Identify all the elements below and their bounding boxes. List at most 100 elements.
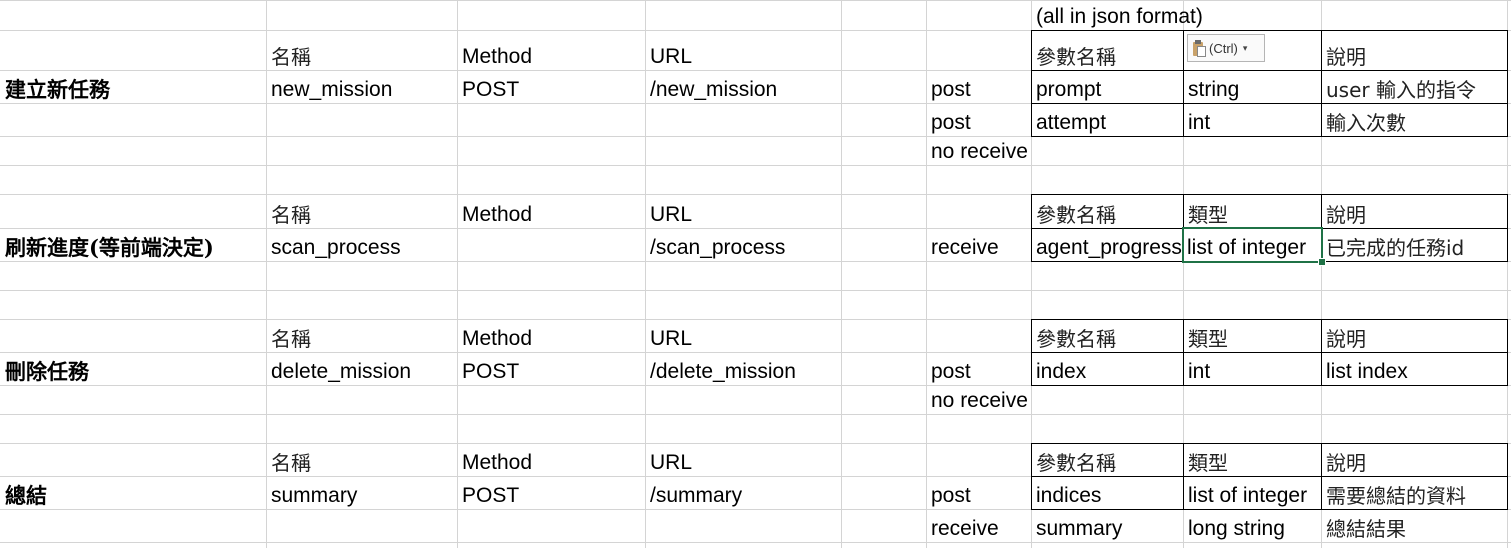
gridline [645, 0, 646, 548]
gridline [0, 103, 1511, 104]
param-desc[interactable]: 總結結果 [1326, 517, 1406, 541]
col-header-url[interactable]: URL [650, 203, 693, 226]
gridline [0, 542, 1511, 543]
param-direction[interactable]: post [931, 360, 971, 383]
param-header-desc[interactable]: 說明 [1326, 327, 1366, 351]
param-type[interactable]: string [1188, 78, 1240, 101]
endpoint-url[interactable]: /new_mission [650, 78, 778, 101]
endpoint-name[interactable]: summary [271, 484, 358, 507]
gridline [0, 476, 1511, 477]
table-line [1321, 30, 1322, 137]
endpoint-name[interactable]: scan_process [271, 236, 401, 259]
param-name[interactable]: attempt [1036, 111, 1107, 134]
paste-options-label: (Ctrl) [1209, 40, 1238, 56]
fill-handle[interactable] [1318, 258, 1326, 266]
param-type[interactable]: int [1188, 111, 1211, 134]
gridline [0, 136, 1511, 137]
gridline [0, 194, 1511, 195]
col-header-url[interactable]: URL [650, 45, 693, 68]
param-type[interactable]: long string [1188, 517, 1285, 540]
endpoint-name[interactable]: delete_mission [271, 360, 412, 383]
col-header-method[interactable]: Method [462, 45, 533, 68]
gridline [0, 509, 1511, 510]
param-name[interactable]: index [1036, 360, 1087, 383]
param-header-param[interactable]: 參數名稱 [1036, 45, 1116, 69]
param-header-type[interactable]: 類型 [1188, 327, 1228, 351]
param-direction[interactable]: post [931, 484, 971, 507]
gridline [0, 352, 1511, 353]
param-type[interactable]: int [1188, 360, 1211, 383]
no-receive-note[interactable]: no receive [931, 140, 1028, 163]
col-header-name[interactable]: 名稱 [271, 451, 311, 475]
param-name[interactable]: summary [1036, 517, 1123, 540]
gridline [0, 0, 1511, 1]
table-line [1183, 30, 1184, 137]
endpoint-method[interactable]: POST [462, 78, 520, 101]
gridline [926, 0, 927, 548]
col-header-url[interactable]: URL [650, 451, 693, 474]
param-header-type[interactable]: 類型 [1188, 451, 1228, 475]
param-direction[interactable]: post [931, 78, 971, 101]
param-header-param[interactable]: 參數名稱 [1036, 451, 1116, 475]
gridline [0, 414, 1511, 415]
endpoint-name[interactable]: new_mission [271, 78, 393, 101]
param-direction[interactable]: post [931, 111, 971, 134]
table-line [1031, 352, 1508, 353]
section-title[interactable]: 總結 [5, 483, 47, 508]
param-header-desc[interactable]: 說明 [1326, 451, 1366, 475]
col-header-name[interactable]: 名稱 [271, 327, 311, 351]
param-table-border [1031, 30, 1508, 137]
param-name[interactable]: indices [1036, 484, 1102, 507]
endpoint-url[interactable]: /delete_mission [650, 360, 796, 383]
param-desc[interactable]: list index [1326, 360, 1408, 383]
no-receive-note[interactable]: no receive [931, 389, 1028, 412]
gridline [0, 443, 1511, 444]
gridline [0, 290, 1511, 291]
param-name[interactable]: agent_progress [1036, 236, 1182, 259]
param-type[interactable]: list of integer [1188, 484, 1308, 507]
col-header-name[interactable]: 名稱 [271, 45, 311, 69]
gridline [1031, 0, 1032, 548]
table-line [1031, 476, 1508, 477]
json-format-note[interactable]: (all in json format) [1036, 5, 1203, 28]
param-header-desc[interactable]: 說明 [1326, 203, 1366, 227]
param-desc[interactable]: 已完成的任務id [1326, 236, 1465, 260]
section-title[interactable]: 刷新進度(等前端決定) [5, 235, 214, 260]
gridline [457, 0, 458, 548]
endpoint-url[interactable]: /scan_process [650, 236, 786, 259]
gridline [0, 30, 1511, 31]
param-header-desc[interactable]: 說明 [1326, 45, 1366, 69]
param-header-param[interactable]: 參數名稱 [1036, 203, 1116, 227]
param-type[interactable]: list of integer [1187, 236, 1307, 259]
gridline [0, 385, 1511, 386]
gridline [1183, 0, 1184, 548]
param-desc[interactable]: 輸入次數 [1326, 111, 1406, 135]
table-line [1031, 103, 1508, 104]
param-direction[interactable]: receive [931, 517, 999, 540]
endpoint-method[interactable]: POST [462, 484, 520, 507]
param-name[interactable]: prompt [1036, 78, 1102, 101]
section-title[interactable]: 建立新任務 [5, 77, 110, 102]
clipboard-icon [1193, 39, 1206, 57]
col-header-method[interactable]: Method [462, 451, 533, 474]
paste-options-button[interactable]: (Ctrl) ▾ [1187, 34, 1265, 62]
param-header-param[interactable]: 參數名稱 [1036, 327, 1116, 351]
col-header-url[interactable]: URL [650, 327, 693, 350]
chevron-down-icon: ▾ [1242, 42, 1248, 53]
param-desc[interactable]: 需要總結的資料 [1326, 484, 1466, 508]
col-header-method[interactable]: Method [462, 203, 533, 226]
endpoint-url[interactable]: /summary [650, 484, 743, 507]
param-direction[interactable]: receive [931, 236, 999, 259]
param-header-type[interactable]: 類型 [1188, 203, 1228, 227]
param-desc[interactable]: user 輸入的指令 [1326, 78, 1476, 102]
gridline [1507, 0, 1508, 548]
col-header-name[interactable]: 名稱 [271, 203, 311, 227]
endpoint-method[interactable]: POST [462, 360, 520, 383]
gridline [0, 319, 1511, 320]
gridline [0, 70, 1511, 71]
col-header-method[interactable]: Method [462, 327, 533, 350]
table-line [1031, 70, 1508, 71]
active-cell-selection[interactable] [1182, 227, 1323, 263]
section-title[interactable]: 刪除任務 [5, 359, 89, 384]
